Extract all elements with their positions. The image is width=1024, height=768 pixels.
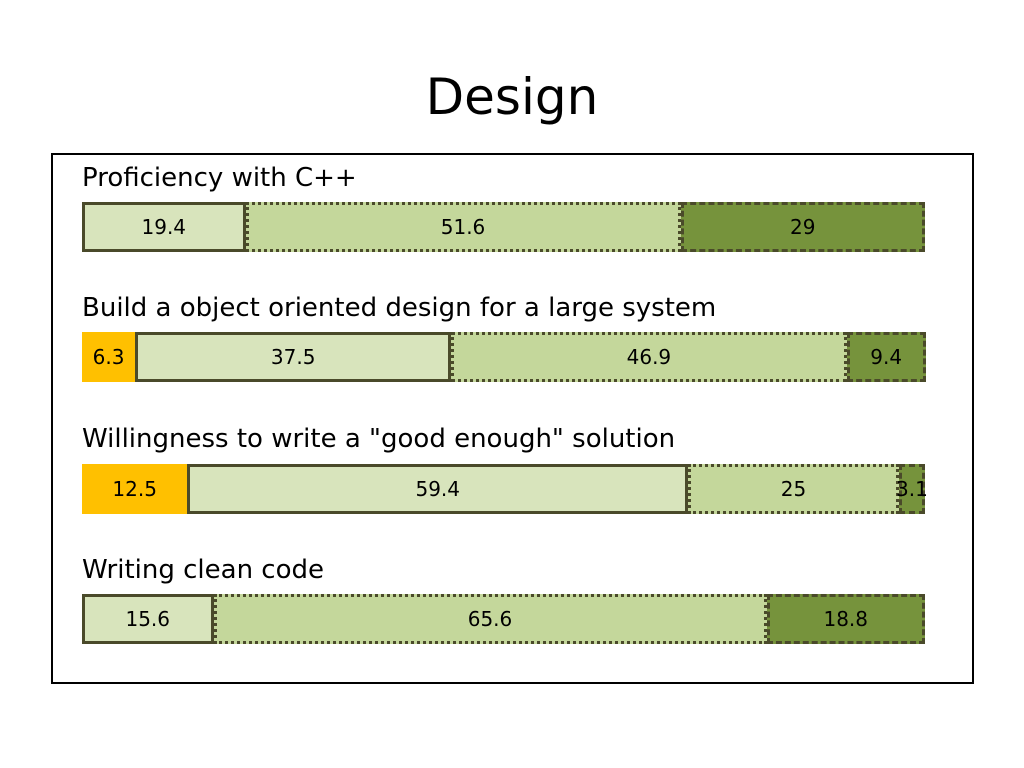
bar-value-label: 37.5 [270, 345, 316, 369]
bar-segment: 51.6 [245, 202, 681, 252]
bar-value-label: 19.4 [141, 215, 187, 239]
bar-value-label: 12.5 [112, 477, 157, 501]
bar-segment: 29 [680, 202, 925, 252]
bar-value-label: 3.1 [896, 477, 928, 501]
row-label: Build a object oriented design for a lar… [82, 293, 717, 323]
bar-segment: 3.1 [896, 464, 928, 514]
bar-row: 12.5 59.4 25 3.1 [82, 464, 928, 514]
row-label: Proficiency with C++ [82, 163, 357, 193]
bar-segment: 59.4 [187, 464, 689, 514]
bar-row: 19.4 51.6 29 [82, 202, 925, 252]
row-label: Willingness to write a "good enough" sol… [82, 424, 676, 454]
bar-value-label: 9.4 [870, 345, 903, 369]
bar-segment: 9.4 [846, 332, 926, 382]
bar-segment: 37.5 [135, 332, 452, 382]
bar-segment: 15.6 [82, 594, 214, 644]
bar-row: 6.3 37.5 46.9 9.4 [82, 332, 926, 382]
bar-value-label: 65.6 [467, 607, 513, 631]
bar-value-label: 6.3 [92, 345, 125, 369]
bar-row: 15.6 65.6 18.8 [82, 594, 925, 644]
slide-title: Design [425, 68, 599, 126]
bar-value-label: 46.9 [626, 345, 672, 369]
bar-value-label: 18.8 [823, 607, 869, 631]
bar-segment: 12.5 [82, 464, 188, 514]
bar-value-label: 29 [790, 215, 816, 239]
bar-segment: 46.9 [451, 332, 847, 382]
bar-segment: 65.6 [213, 594, 767, 644]
bar-segment: 18.8 [766, 594, 925, 644]
bar-value-label: 25 [780, 477, 807, 501]
bar-value-label: 15.6 [125, 607, 171, 631]
row-label: Writing clean code [82, 555, 325, 585]
bar-segment: 19.4 [82, 202, 246, 252]
bar-value-label: 51.6 [440, 215, 486, 239]
bar-value-label: 59.4 [415, 477, 460, 501]
bar-segment: 6.3 [82, 332, 136, 382]
chart-frame [51, 153, 974, 684]
bar-segment: 25 [688, 464, 899, 514]
